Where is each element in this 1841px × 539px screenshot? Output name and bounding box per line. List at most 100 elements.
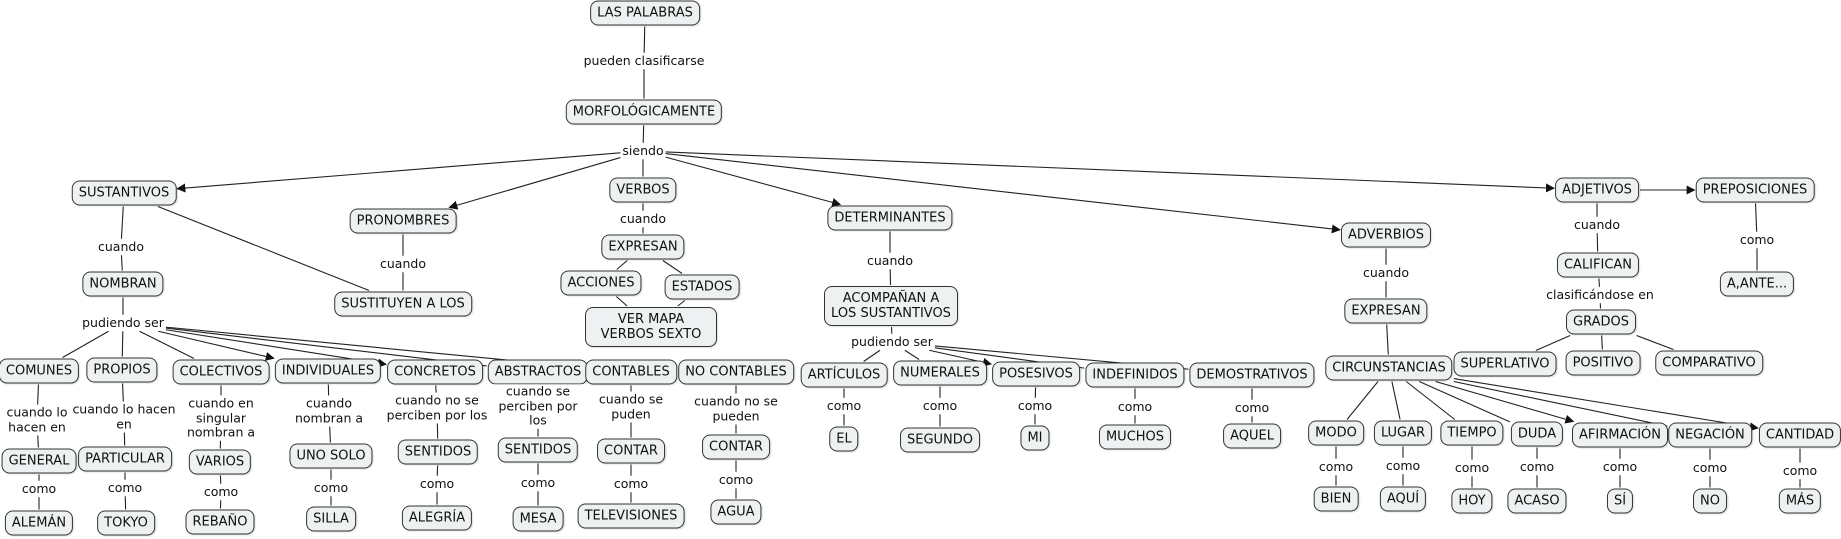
concept-circunstancias[interactable]: CIRCUNSTANCIAS [1325, 355, 1453, 381]
connector-l_siendo-pronombres [448, 157, 621, 210]
concept-preposiciones[interactable]: PREPOSICIONES [1695, 177, 1815, 203]
concept-abstractos[interactable]: ABSTRACTOS [487, 359, 589, 385]
concept-sentidos-1[interactable]: SENTIDOS [397, 439, 479, 465]
concept-individuales[interactable]: INDIVIDUALES [274, 358, 382, 384]
concept-contables[interactable]: CONTABLES [585, 359, 677, 385]
concept-tokyo[interactable]: TOKYO [97, 510, 155, 536]
link-pudiendo-ser-1: pudiendo ser [81, 314, 165, 331]
connector-propios-l_propios [122, 383, 124, 402]
concept-aleman[interactable]: ALEMÁN [4, 510, 74, 536]
concept-concretos[interactable]: CONCRETOS [387, 359, 483, 385]
concept-aquel[interactable]: AQUEL [1223, 423, 1281, 449]
concept-contar-1[interactable]: CONTAR [597, 438, 665, 464]
concept-silla[interactable]: SILLA [306, 506, 356, 532]
concept-positivo[interactable]: POSITIVO [1565, 350, 1641, 376]
connector-grados-positivo [1601, 335, 1603, 350]
concept-expresan-1[interactable]: EXPRESAN [601, 234, 685, 260]
connector-circunst-tiempo [1405, 381, 1456, 420]
concept-rebano[interactable]: REBAÑO [185, 509, 255, 535]
concept-determinantes[interactable]: DETERMINANTES [827, 205, 953, 231]
concept-varios[interactable]: VARIOS [188, 449, 252, 475]
concept-particular[interactable]: PARTICULAR [78, 446, 172, 472]
link-como-negacion: como [1691, 459, 1729, 476]
link-cuando-adverbios: cuando [1362, 264, 1410, 281]
connector-l_siendo-adverbios [665, 153, 1341, 234]
concept-ver-mapa-verbos[interactable]: VER MAPA VERBOS SEXTO [585, 307, 717, 347]
link-pudiendo-ser-2: pudiendo ser [850, 333, 934, 350]
concept-modo[interactable]: MODO [1308, 420, 1364, 446]
concept-verbos[interactable]: VERBOS [609, 177, 677, 203]
concept-pronombres[interactable]: PRONOMBRES [349, 208, 457, 234]
link-como-preposiciones: como [1738, 231, 1776, 248]
concept-hoy[interactable]: HOY [1451, 488, 1493, 514]
concept-sustantivos[interactable]: SUSTANTIVOS [71, 180, 177, 206]
connector-expresan1-estados [662, 260, 683, 274]
concept-indefinidos[interactable]: INDEFINIDOS [1085, 362, 1185, 388]
concept-numerales[interactable]: NUMERALES [893, 360, 987, 386]
link-cuando-propios: cuando lo hacen en [70, 402, 178, 432]
concept-califican[interactable]: CALIFICAN [1556, 252, 1640, 278]
concept-las-palabras[interactable]: LAS PALABRAS [590, 0, 700, 26]
concept-cantidad[interactable]: CANTIDAD [1758, 422, 1841, 448]
concept-acompanan[interactable]: ACOMPAÑAN A LOS SUSTANTIVOS [824, 286, 958, 326]
link-cuando-verbos: cuando [619, 210, 667, 227]
concept-segundo[interactable]: SEGUNDO [899, 427, 981, 453]
link-clasificandose-en: clasificándose en [1545, 286, 1655, 303]
concept-mesa[interactable]: MESA [512, 506, 564, 532]
concept-a-ante[interactable]: A,ANTE... [1719, 271, 1795, 297]
concept-comunes[interactable]: COMUNES [0, 358, 80, 384]
concept-mi[interactable]: MI [1020, 425, 1050, 451]
link-como-sentidos-1: como [418, 475, 456, 492]
connector-circunst-modo [1346, 381, 1379, 420]
concept-colectivos[interactable]: COLECTIVOS [172, 359, 270, 385]
concept-estados[interactable]: ESTADOS [664, 274, 740, 300]
link-como-duda: como [1518, 458, 1556, 475]
concept-mas[interactable]: MÁS [1778, 488, 1822, 514]
concept-general[interactable]: GENERAL [1, 448, 77, 474]
concept-uno-solo[interactable]: UNO SOLO [289, 443, 373, 469]
concept-televisiones[interactable]: TELEVISIONES [577, 503, 685, 529]
concept-alegria[interactable]: ALEGRÍA [401, 505, 473, 531]
concept-contar-2[interactable]: CONTAR [702, 434, 770, 460]
concept-acaso[interactable]: ACASO [1507, 488, 1567, 514]
concept-adverbios[interactable]: ADVERBIOS [1340, 222, 1432, 248]
concept-no[interactable]: NO [1693, 488, 1727, 514]
concept-negacion[interactable]: NEGACIÓN [1668, 422, 1752, 448]
concept-bien[interactable]: BIEN [1313, 486, 1359, 512]
concept-lugar[interactable]: LUGAR [1373, 420, 1433, 446]
concept-agua[interactable]: AGUA [710, 499, 762, 525]
concept-comparativo[interactable]: COMPARATIVO [1655, 350, 1763, 376]
concept-no-contables[interactable]: NO CONTABLES [678, 359, 794, 385]
concept-si[interactable]: SÍ [1606, 488, 1634, 514]
concept-sustituyen[interactable]: SUSTITUYEN A LOS [334, 291, 472, 317]
link-como-varios: como [202, 483, 240, 500]
link-cuando-concretos: cuando no se perciben por los [383, 393, 491, 423]
concept-afirmacion[interactable]: AFIRMACIÓN [1572, 422, 1668, 448]
connector-circunst-cantidad [1453, 378, 1759, 432]
connector-l_pudiendo1-individuales [158, 330, 275, 361]
concept-grados[interactable]: GRADOS [1566, 309, 1636, 335]
link-cuando-determinantes: cuando [866, 252, 914, 269]
connector-circunst-lugar [1391, 381, 1401, 420]
concept-demostrativos[interactable]: DEMOSTRATIVOS [1189, 362, 1315, 388]
concept-propios[interactable]: PROPIOS [86, 357, 158, 383]
concept-acciones[interactable]: ACCIONES [560, 270, 642, 296]
concept-muchos[interactable]: MUCHOS [1098, 424, 1172, 450]
concept-tiempo[interactable]: TIEMPO [1440, 420, 1504, 446]
concept-sentidos-2[interactable]: SENTIDOS [497, 437, 579, 463]
concept-morfologicamente[interactable]: MORFOLÓGICAMENTE [565, 99, 723, 125]
connector-circunst-negacion [1453, 380, 1668, 427]
link-como-tiempo: como [1453, 459, 1491, 476]
concept-expresan-2[interactable]: EXPRESAN [1344, 298, 1428, 324]
concept-el[interactable]: EL [829, 426, 859, 452]
concept-duda[interactable]: DUDA [1510, 421, 1564, 447]
concept-superlativo[interactable]: SUPERLATIVO [1453, 351, 1557, 377]
concept-aqui[interactable]: AQUÍ [1379, 486, 1427, 512]
concept-adjetivos[interactable]: ADJETIVOS [1555, 177, 1639, 203]
concept-articulos[interactable]: ARTÍCULOS [800, 362, 888, 388]
link-pueden-clasificarse: pueden clasificarse [582, 52, 706, 69]
concept-posesivos[interactable]: POSESIVOS [992, 361, 1080, 387]
concept-nombran[interactable]: NOMBRAN [82, 271, 164, 297]
link-como-afirmacion: como [1601, 458, 1639, 475]
